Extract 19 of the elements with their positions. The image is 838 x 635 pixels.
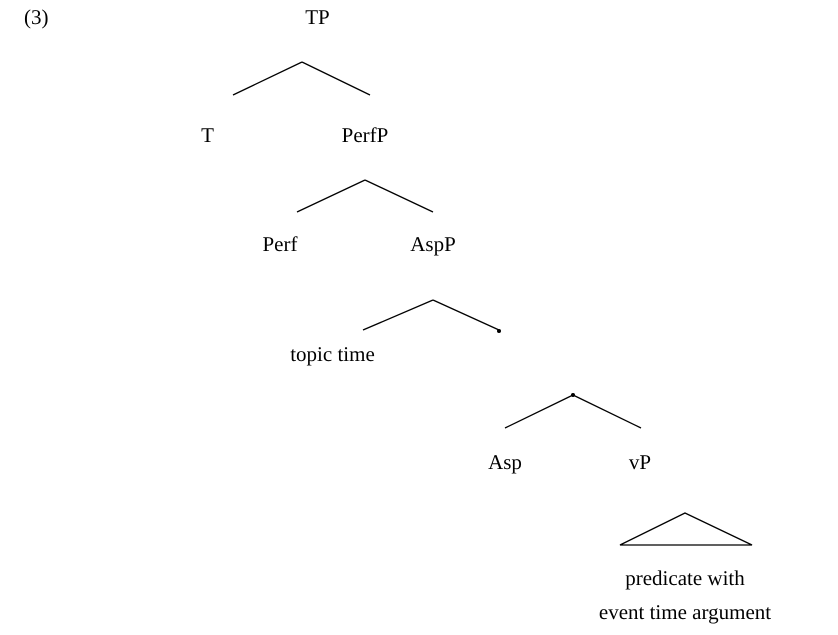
tree-node-label: Perf [250, 212, 310, 265]
tree-node-label: PerfP [330, 95, 400, 180]
tree-node-label: vP [610, 428, 700, 513]
tree-branch [572, 394, 642, 429]
triangle-branch [619, 512, 753, 546]
tree-branch [362, 299, 434, 331]
tree-node-label: topic time [280, 330, 385, 375]
tree-branch [296, 179, 366, 213]
tree-branch [302, 61, 370, 96]
tree-node-label: Asp [480, 428, 530, 480]
tree-node-label: T [175, 95, 240, 150]
tree-branch [232, 61, 302, 96]
tree-node-label: AspP [398, 212, 468, 300]
tree-branch [504, 394, 574, 429]
example-number: (3) [24, 5, 48, 29]
tree-branch [432, 299, 500, 331]
tree-node-label: predicate with event time argument [592, 545, 778, 633]
tree-node-label: TP [285, 3, 350, 62]
tree-branch [364, 179, 434, 213]
